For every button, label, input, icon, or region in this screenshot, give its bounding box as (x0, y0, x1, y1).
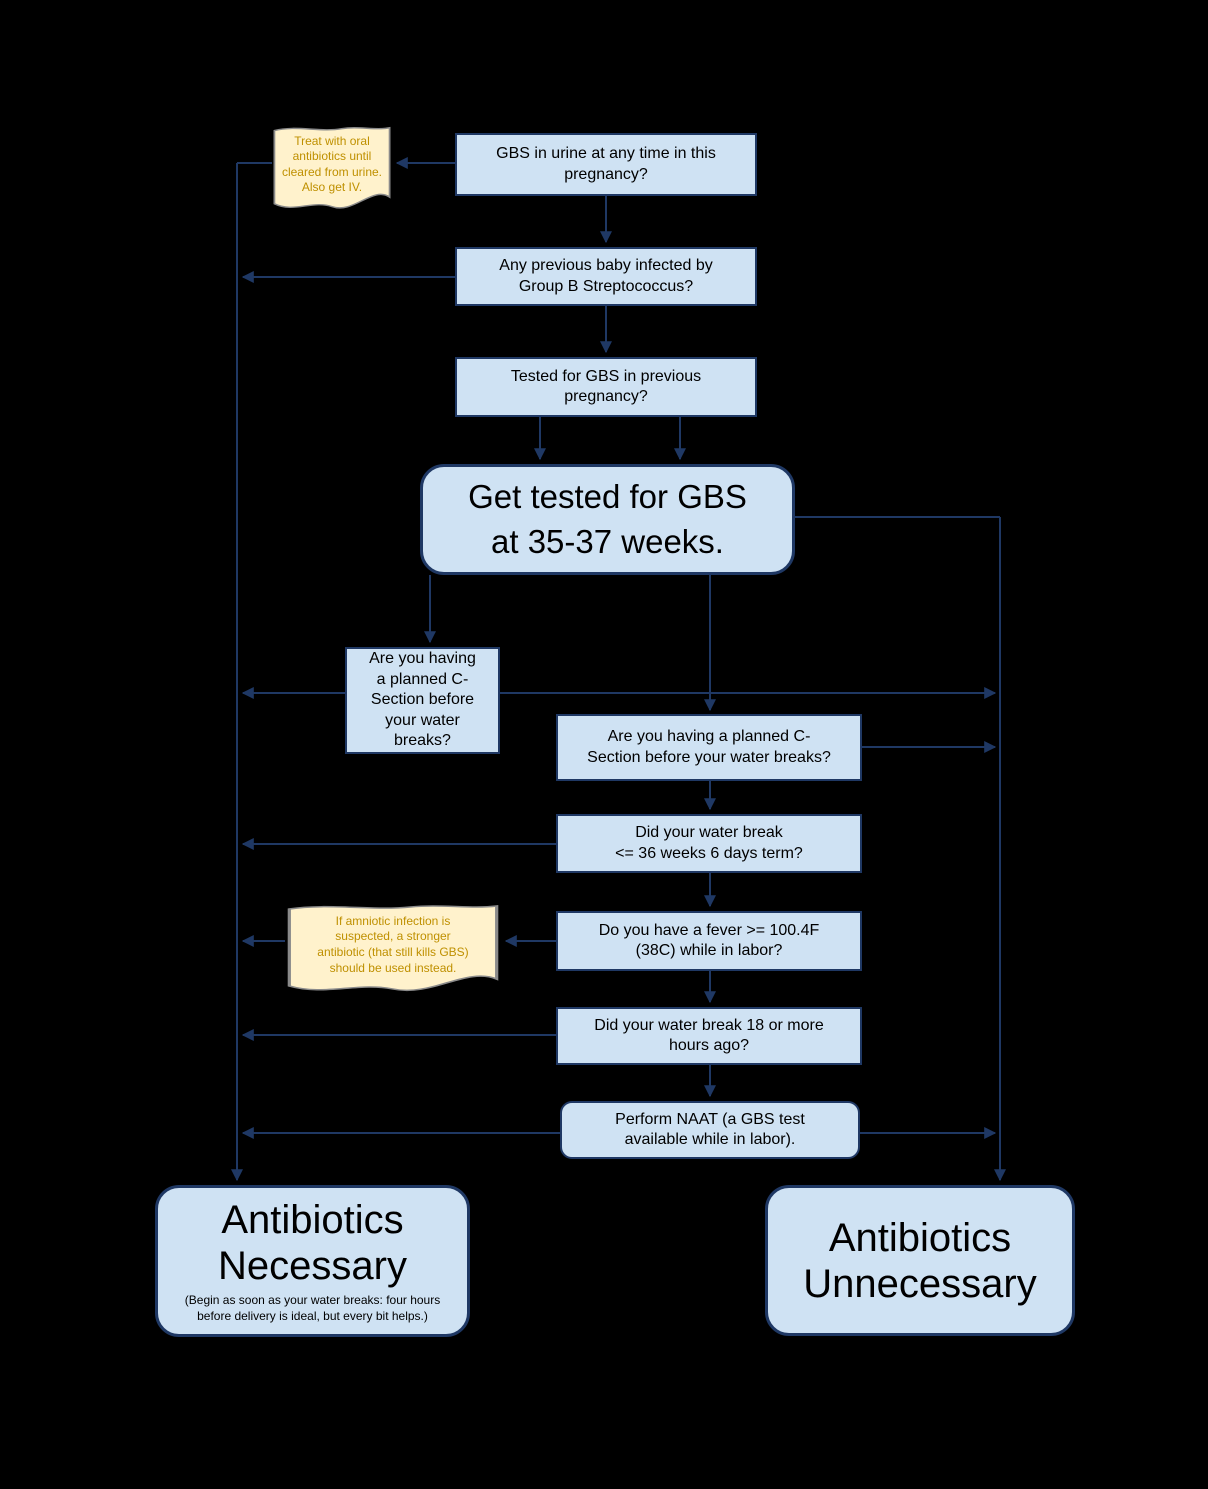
node-label: Did your water break <= 36 weeks 6 days … (615, 824, 803, 862)
node-previous-baby: Any previous baby infected by Group B St… (455, 247, 757, 306)
node-label: Are you having a planned C- Section befo… (587, 728, 831, 766)
note-text: If amniotic infection is suspected, a st… (317, 913, 469, 975)
node-csection-right: Are you having a planned C- Section befo… (556, 714, 862, 781)
node-label: Do you have a fever >= 100.4F (38C) whil… (598, 921, 820, 959)
node-csection-left: Are you having a planned C- Section befo… (345, 647, 500, 754)
node-label: Get tested for GBS at 35-37 weeks. (468, 477, 747, 560)
node-label: Tested for GBS in previous pregnancy? (510, 367, 702, 405)
node-tested-previous: Tested for GBS in previous pregnancy? (455, 357, 757, 417)
document-shape-icon (273, 126, 391, 209)
node-naat: Perform NAAT (a GBS test available while… (560, 1101, 860, 1159)
node-water-break-18: Did your water break 18 or more hours ag… (556, 1007, 862, 1065)
document-shape-icon (287, 905, 499, 992)
node-antibiotics-unnecessary: Antibiotics Unnecessary (765, 1185, 1075, 1336)
result-title: Antibiotics Unnecessary (803, 1215, 1037, 1306)
node-label: Did your water break 18 or more hours ag… (594, 1016, 824, 1054)
node-label: Any previous baby infected by Group B St… (499, 257, 713, 295)
result-subtitle: (Begin as soon as your water breaks: fou… (184, 1293, 441, 1323)
result-title: Antibiotics Necessary (218, 1198, 407, 1289)
node-fever: Do you have a fever >= 100.4F (38C) whil… (556, 911, 862, 971)
note-oral-antibiotics: Treat with oral antibiotics until cleare… (272, 123, 392, 218)
node-get-tested: Get tested for GBS at 35-37 weeks. (420, 464, 795, 575)
node-label: GBS in urine at any time in this pregnan… (496, 145, 716, 183)
node-label: Perform NAAT (a GBS test available while… (615, 1110, 805, 1148)
node-antibiotics-necessary: Antibiotics Necessary (Begin as soon as … (155, 1185, 470, 1337)
node-label: Are you having a planned C- Section befo… (369, 650, 476, 750)
node-water-break-36: Did your water break <= 36 weeks 6 days … (556, 814, 862, 873)
note-amniotic-infection: If amniotic infection is suspected, a st… (285, 901, 501, 1001)
node-gbs-urine: GBS in urine at any time in this pregnan… (455, 133, 757, 196)
note-text: Treat with oral antibiotics until cleare… (281, 133, 383, 195)
